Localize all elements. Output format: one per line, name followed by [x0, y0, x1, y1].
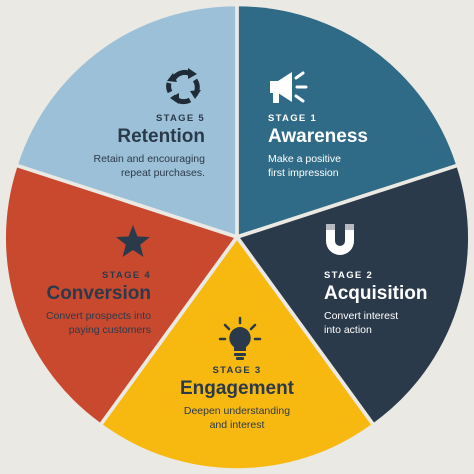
stage-title: Engagement: [179, 377, 295, 399]
stage-title: Retention: [117, 125, 205, 147]
stage-description: Convert prospects into paying customers: [45, 309, 151, 336]
star-icon: [116, 225, 150, 257]
stage-title: Conversion: [46, 282, 151, 304]
segment-acquisition: [240, 167, 469, 423]
stage-title: Acquisition: [324, 282, 428, 304]
stage-description: Convert interest into action: [324, 309, 399, 336]
stage-title: Awareness: [268, 125, 368, 147]
stage-description: Retain and encouraging repeat purchases.: [93, 152, 205, 179]
stage-label-engagement: STAGE 3 Engagement Deepen understanding …: [152, 365, 322, 432]
segment-retention: [18, 6, 236, 235]
stage-label-acquisition: STAGE 2 Acquisition Convert interest int…: [324, 270, 474, 337]
stage-label-conversion: STAGE 4 Conversion Convert prospects int…: [1, 270, 151, 337]
segment-conversion: [5, 167, 234, 423]
segment-awareness: [238, 6, 456, 235]
stage-number: STAGE 2: [324, 270, 374, 281]
refresh-cycle-icon: [166, 68, 201, 105]
stage-number: STAGE 5: [155, 113, 205, 124]
stage-number: STAGE 1: [268, 113, 318, 124]
lightbulb-icon: [218, 316, 262, 360]
stage-label-awareness: STAGE 1 Awareness Make a positive first …: [268, 113, 418, 180]
megaphone-icon: [270, 71, 308, 103]
stage-description: Deepen understanding and interest: [183, 404, 291, 431]
stage-number: STAGE 3: [212, 365, 262, 376]
stage-label-retention: STAGE 5 Retention Retain and encouraging…: [55, 113, 205, 180]
stage-number: STAGE 4: [101, 270, 151, 281]
stage-description: Make a positive first impression: [268, 152, 341, 179]
magnet-icon: [326, 224, 354, 255]
